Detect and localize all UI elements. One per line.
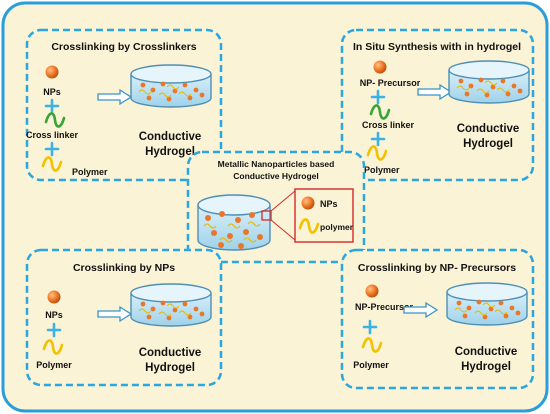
result-label: Conductive: [457, 123, 520, 135]
panel-title: Crosslinking by Crosslinkers: [51, 41, 196, 53]
panel-in-situ-synthesis: In Situ Synthesis with in hydrogel NP- P…: [340, 28, 535, 182]
result-label: Hydrogel: [145, 146, 195, 158]
legend-np-label: NPs: [320, 199, 338, 209]
legend-box: [294, 188, 354, 243]
item-label: NP- Precursor: [360, 78, 421, 88]
nanoparticle-icon: [373, 60, 387, 74]
panel-center-conductive-hydrogel: Metallic Nanoparticles based Conductive …: [186, 150, 366, 264]
hydrogel-cylinder-icon: [448, 60, 530, 104]
panel-title: Crosslinking by NP- Precursors: [358, 262, 516, 274]
item-label: Polymer: [364, 165, 400, 175]
hydrogel-cylinder-icon: [130, 64, 212, 108]
legend-polymer-label: polymer: [320, 222, 354, 232]
item-label: Cross linker: [26, 130, 79, 140]
result-label: Conductive: [139, 347, 202, 359]
nanoparticle-icon: [45, 65, 59, 79]
item-label: Polymer: [36, 360, 72, 370]
result-label: Hydrogel: [461, 361, 511, 373]
item-label: Polymer: [72, 167, 108, 177]
item-label: NPs: [43, 87, 61, 97]
item-label: Cross linker: [362, 120, 415, 130]
result-label: Hydrogel: [145, 362, 195, 374]
result-label: Hydrogel: [463, 138, 513, 150]
panel-title: In Situ Synthesis with in hydrogel: [353, 41, 521, 53]
result-label: Conductive: [455, 346, 518, 358]
panel-title: Crosslinking by NPs: [73, 262, 175, 274]
nanoparticle-icon: [301, 196, 315, 210]
panel-crosslinking-by-nps: Crosslinking by NPs NPs Polymer Conducti…: [25, 248, 223, 387]
hydrogel-cylinder-icon: [130, 283, 212, 327]
item-label: NP-Precursor: [355, 302, 414, 312]
item-label: Polymer: [353, 360, 389, 370]
result-label: Conductive: [139, 131, 202, 143]
center-subtitle: Conductive Hydrogel: [233, 171, 318, 181]
item-label: NPs: [45, 310, 63, 320]
nanoparticle-icon: [365, 284, 379, 298]
center-title: Metallic Nanoparticles based: [218, 159, 335, 169]
hydrogel-cylinder-icon: [197, 194, 272, 251]
nanoparticle-icon: [47, 290, 61, 304]
hydrogel-cylinder-icon: [446, 282, 528, 326]
panel-crosslinking-by-np-precursors: Crosslinking by NP- Precursors NP-Precur…: [340, 248, 535, 390]
panel-crosslinking-by-crosslinkers: Crosslinking by Crosslinkers NPs Cross l…: [25, 28, 223, 182]
zoom-connector: [270, 190, 296, 241]
